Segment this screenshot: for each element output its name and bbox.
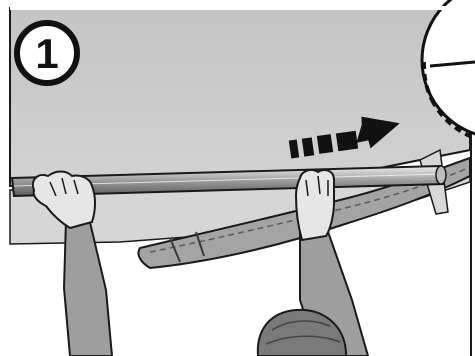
step-number-label: 1 — [35, 33, 58, 75]
awning-fabric — [10, 8, 470, 186]
step-number-badge: 1 — [14, 20, 80, 86]
support-bar-end-cap — [436, 166, 446, 184]
